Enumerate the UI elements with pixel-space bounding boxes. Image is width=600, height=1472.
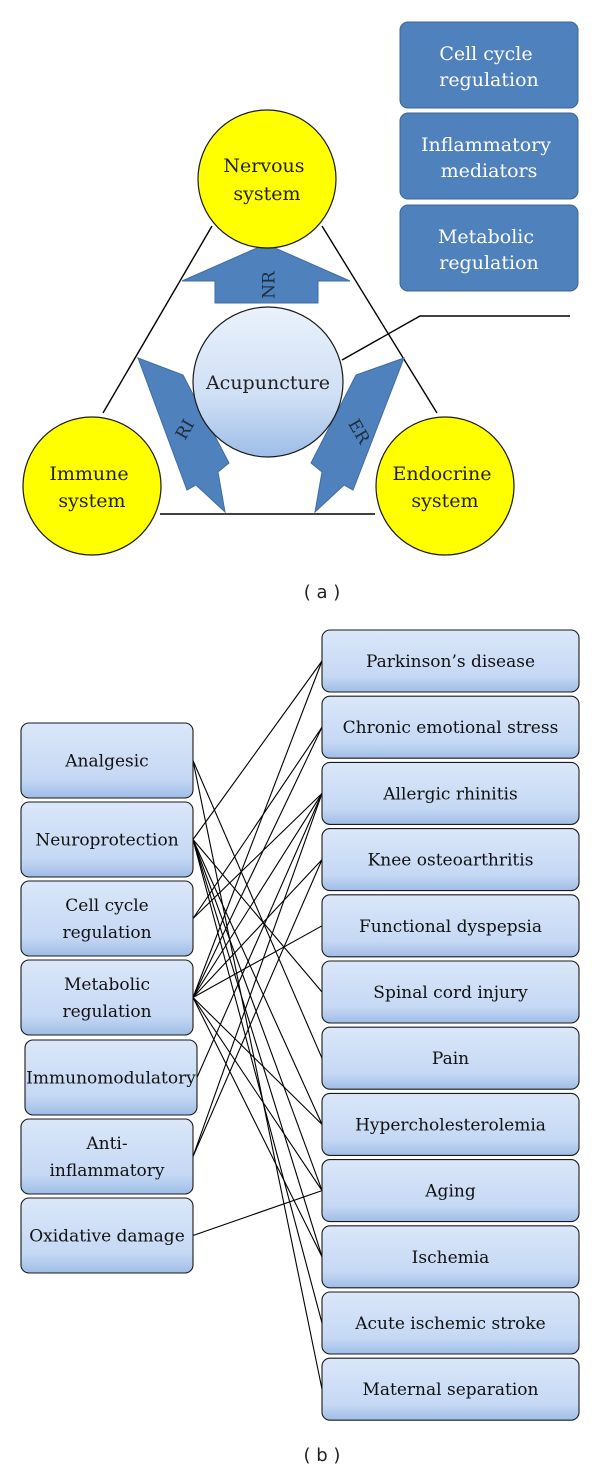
effect-label: Analgesic <box>64 752 148 772</box>
link-line <box>192 793 323 919</box>
disease-label: Functional dyspepsia <box>359 917 542 937</box>
link-line <box>192 726 323 998</box>
link-line <box>192 1190 323 1237</box>
triangle-edge-right <box>321 225 438 414</box>
disease-box-acute-ischemic-stroke: Acute ischemic stroke <box>321 1291 580 1355</box>
link-line <box>192 839 323 993</box>
link-line <box>192 839 323 1324</box>
disease-label: Acute ischemic stroke <box>354 1314 546 1334</box>
link-line <box>192 997 323 1191</box>
disease-label: Ischemia <box>412 1248 490 1268</box>
disease-label: Aging <box>424 1182 476 1202</box>
effect-box-immunomodulatory: Immunomodulatory <box>24 1039 198 1116</box>
panel-b-label: ( b ) <box>304 1445 341 1466</box>
triangle-edge-left <box>102 225 213 414</box>
link-line <box>192 793 323 1157</box>
link-line <box>192 839 323 1191</box>
effect-box-analgesic: Analgesic <box>20 722 194 799</box>
disease-label: Maternal separation <box>362 1380 538 1400</box>
disease-box-aging: Aging <box>321 1159 580 1223</box>
svg-text:Metabolic regulation: Metabolic regulation <box>438 226 540 274</box>
immune-system-node: Immune system <box>22 416 162 556</box>
disease-box-chronic-emotional-stress: Chronic emotional stress <box>321 695 580 759</box>
disease-box-allergic-rhinitis: Allergic rhinitis <box>321 761 580 825</box>
disease-label: Knee osteoarthritis <box>368 851 534 871</box>
disease-box-hypercholesterolemia: Hypercholesterolemia <box>321 1092 580 1156</box>
effect-box-neuroprotection: Neuroprotection <box>20 801 194 878</box>
effect-box-oxidative-damage: Oxidative damage <box>20 1197 194 1274</box>
disease-box-pain: Pain <box>321 1026 580 1090</box>
link-line <box>192 925 323 998</box>
svg-text:Cell cycle regulation: Cell cycle regulation <box>439 43 539 91</box>
link-lines <box>192 660 323 1390</box>
svg-text:Inflammatory mediators: Inflammatory mediators <box>421 134 557 182</box>
link-line <box>192 760 323 1390</box>
acupuncture-label: Acupuncture <box>205 372 330 394</box>
mechanism-connector <box>341 315 570 361</box>
link-line <box>192 859 323 998</box>
panel-a: NR RI ER Acupuncture Nervous system <box>22 21 579 603</box>
mechanism-box-cell-cycle: Cell cycle regulation <box>399 21 579 109</box>
endocrine-system-label: Endocrine system <box>392 463 497 512</box>
nr-label: NR <box>260 270 280 299</box>
endocrine-system-node: Endocrine system <box>375 416 515 556</box>
link-line <box>192 859 323 1157</box>
immune-system-label: Immune system <box>49 463 134 512</box>
link-line <box>192 660 323 840</box>
disease-box-spinal-cord-injury: Spinal cord injury <box>321 960 580 1024</box>
disease-box-maternal-separation: Maternal separation <box>321 1357 580 1421</box>
link-line <box>192 793 323 998</box>
disease-box-ischemia: Ischemia <box>321 1225 580 1289</box>
nervous-system-label: Nervous system <box>223 155 310 205</box>
disease-label: Parkinson’s disease <box>366 652 535 672</box>
disease-label: Allergic rhinitis <box>382 784 517 804</box>
effect-label: Neuroprotection <box>35 831 178 851</box>
disease-box-knee-osteoarthritis: Knee osteoarthritis <box>321 828 580 892</box>
nervous-system-node: Nervous system <box>197 109 337 249</box>
effect-label: Immunomodulatory <box>26 1069 196 1089</box>
nr-arrow: NR <box>181 243 351 304</box>
disease-label: Chronic emotional stress <box>343 718 559 738</box>
panel-a-label: ( a ) <box>304 582 341 603</box>
link-line <box>192 839 323 1257</box>
disease-box-parkinson-s-disease: Parkinson’s disease <box>321 629 580 693</box>
effect-label: Anti-inflammatory <box>49 1134 164 1181</box>
mechanism-box-metabolic: Metabolic regulation <box>399 204 579 292</box>
disease-label: Pain <box>432 1049 469 1069</box>
link-line <box>192 997 323 1125</box>
effect-label: Oxidative damage <box>29 1227 185 1247</box>
link-line <box>196 793 323 1078</box>
disease-box-functional-dyspepsia: Functional dyspepsia <box>321 894 580 958</box>
link-line <box>192 997 323 1258</box>
disease-label: Hypercholesterolemia <box>355 1115 546 1135</box>
mechanism-box-inflammatory: Inflammatory mediators <box>399 112 579 200</box>
ri-arrow: RI <box>137 357 230 514</box>
disease-label: Spinal cord injury <box>373 983 528 1003</box>
er-arrow: ER <box>310 357 405 514</box>
link-line <box>192 660 323 998</box>
acupuncture-node: Acupuncture <box>192 306 344 458</box>
link-line <box>192 726 323 919</box>
effect-box-anti-inflammatory: Anti-inflammatory <box>20 1118 194 1195</box>
